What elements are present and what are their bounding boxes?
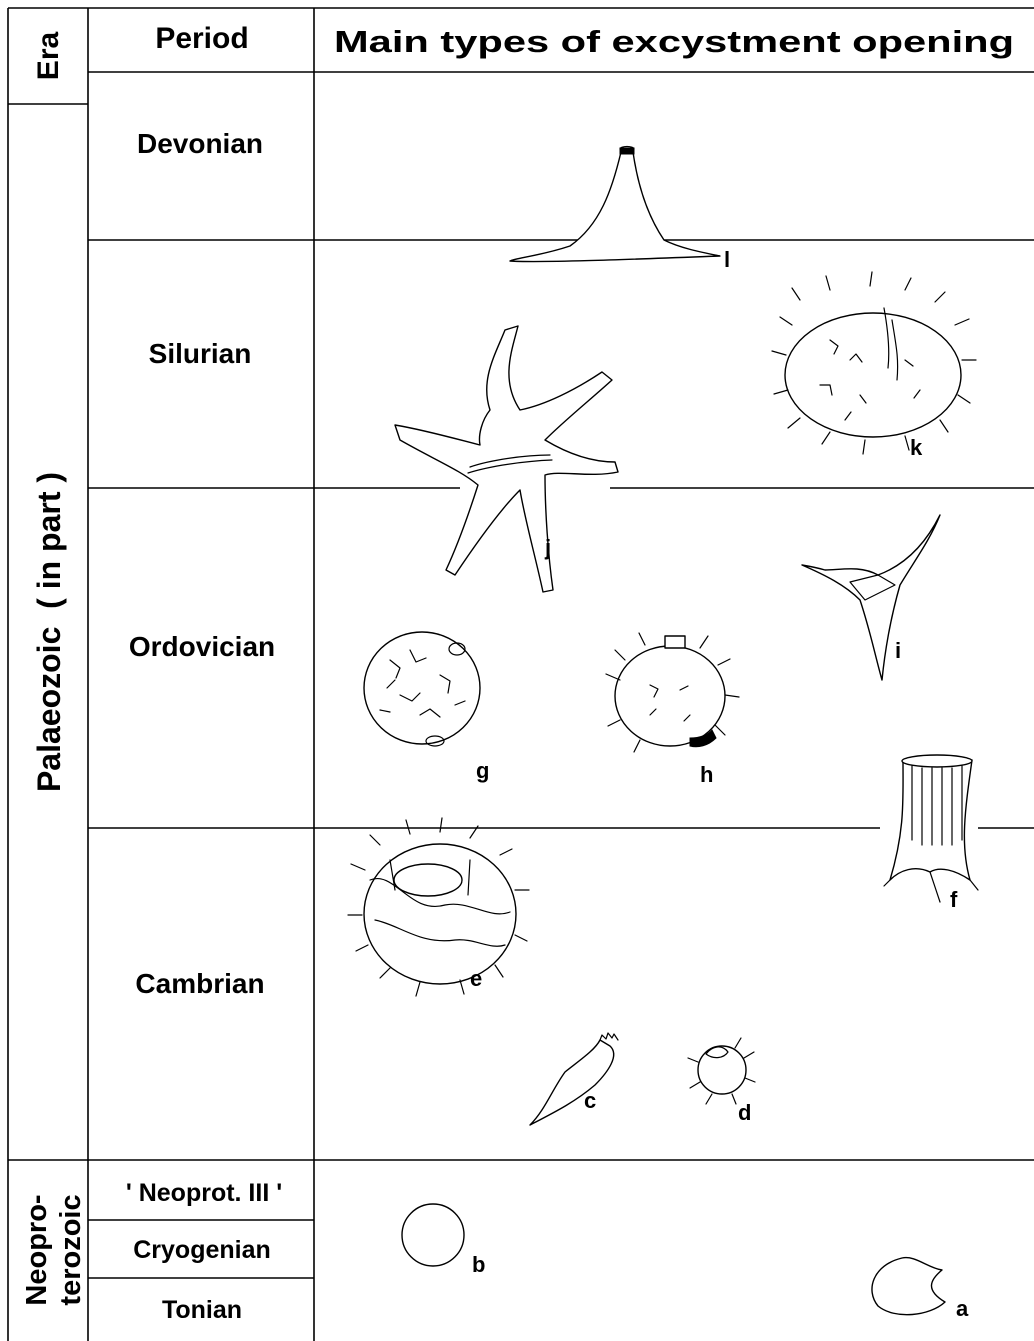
period-neoprot-iii: ' Neoprot. III ' bbox=[126, 1179, 282, 1207]
specimen-c-drawing bbox=[530, 1033, 618, 1125]
period-tonian: Tonian bbox=[162, 1296, 242, 1324]
specimen-j-label: j bbox=[544, 535, 551, 560]
specimen-d-drawing bbox=[688, 1038, 755, 1104]
specimen-c-label: c bbox=[584, 1088, 596, 1113]
specimen-e-label: e bbox=[470, 966, 482, 991]
specimen-f-drawing bbox=[884, 755, 978, 902]
specimen-a-label: a bbox=[956, 1296, 969, 1321]
specimen-g-drawing bbox=[364, 632, 480, 746]
era-palaeozoic: Palaeozoic ( in part ) bbox=[31, 472, 67, 792]
specimen-l-drawing bbox=[510, 147, 720, 262]
period-devonian: Devonian bbox=[137, 128, 263, 159]
era-header: Era bbox=[32, 32, 65, 81]
specimen-h-drawing bbox=[606, 633, 739, 752]
period-ordovician: Ordovician bbox=[129, 631, 275, 662]
period-cryogenian: Cryogenian bbox=[133, 1236, 271, 1264]
period-cambrian: Cambrian bbox=[135, 968, 264, 999]
specimen-f-label: f bbox=[950, 887, 958, 912]
specimen-l-label: l bbox=[724, 247, 730, 272]
period-header: Period bbox=[155, 22, 248, 55]
specimen-b-label: b bbox=[472, 1252, 485, 1277]
specimen-i-label: i bbox=[895, 638, 901, 663]
specimen-j-drawing bbox=[395, 326, 618, 592]
main-types-header: Main types of excystment opening bbox=[334, 24, 1014, 59]
specimen-k-label: k bbox=[910, 435, 923, 460]
period-silurian: Silurian bbox=[149, 338, 252, 369]
specimen-a-drawing bbox=[872, 1258, 945, 1315]
era-neoproterozoic-line2: terozoic bbox=[55, 1194, 87, 1305]
specimen-g-label: g bbox=[476, 758, 489, 783]
specimen-d-label: d bbox=[738, 1100, 751, 1125]
specimen-b-drawing bbox=[402, 1204, 464, 1266]
era-neoproterozoic-line1: Neopro- bbox=[21, 1194, 53, 1305]
specimen-k-drawing bbox=[772, 272, 976, 454]
specimen-h-label: h bbox=[700, 762, 713, 787]
specimen-e-drawing bbox=[348, 818, 529, 996]
specimen-i-drawing bbox=[802, 515, 940, 680]
